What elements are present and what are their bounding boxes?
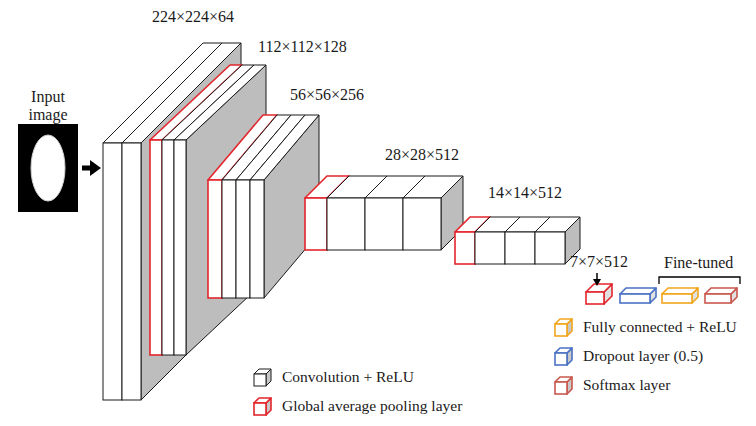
slab-top — [254, 369, 271, 374]
slab-front — [455, 232, 475, 264]
slab-front — [122, 143, 141, 400]
legend-cube — [254, 398, 271, 415]
slab-front — [162, 140, 174, 355]
legend-cube — [555, 377, 572, 394]
slab-front — [103, 143, 122, 400]
slab-front — [505, 232, 535, 264]
dimension-label: 28×28×512 — [385, 146, 459, 164]
slab-front — [254, 403, 266, 415]
network — [103, 43, 737, 400]
slab-front — [174, 140, 186, 355]
slab-front — [150, 140, 162, 355]
legend-icon — [252, 368, 274, 388]
slab-front — [222, 180, 236, 298]
bracket-label: Fine-tuned — [664, 254, 733, 272]
slab-front — [327, 198, 365, 250]
input-image — [18, 124, 78, 212]
legend-cube — [555, 348, 572, 365]
pointer-head — [593, 279, 601, 286]
bracket — [659, 277, 740, 284]
slab-front — [662, 294, 692, 303]
slab-top — [620, 288, 656, 294]
dimension-label: 56×56×256 — [290, 86, 364, 104]
legend-text: Softmax layer — [583, 375, 670, 395]
pointer-line — [596, 273, 598, 280]
slab-front — [620, 294, 650, 303]
slab-top — [535, 217, 580, 232]
slab-front — [305, 198, 327, 250]
legend-text: Fully connected + ReLU — [583, 317, 737, 337]
slab-front — [250, 180, 264, 298]
legend-icon — [553, 347, 575, 367]
legend-cube — [555, 319, 572, 336]
dimension-label: 14×14×512 — [488, 184, 562, 202]
layer-block — [403, 176, 463, 250]
input-arrowhead — [90, 160, 101, 176]
slab-top — [250, 115, 319, 180]
input-label: Input image — [20, 88, 76, 124]
slab-side — [186, 65, 266, 355]
layer-block — [174, 65, 266, 355]
slab-front — [535, 232, 565, 264]
legend-text: Convolution + ReLU — [282, 367, 414, 387]
layer-block — [620, 288, 656, 303]
dimension-label: 112×112×128 — [258, 38, 347, 56]
slab-top — [662, 288, 698, 294]
slab-front — [254, 374, 266, 386]
dimension-label: 7×7×512 — [570, 253, 628, 271]
legend-cube — [254, 369, 271, 386]
slab-front — [236, 180, 250, 298]
slab-front — [475, 232, 505, 264]
legend-text: Global average pooling layer — [282, 396, 462, 416]
layer-block — [586, 284, 612, 304]
slab-top — [586, 284, 612, 292]
legend-icon — [553, 318, 575, 338]
slab-front — [555, 382, 567, 394]
slab-top — [705, 288, 737, 294]
slab-top — [403, 176, 463, 198]
legend-icon — [252, 397, 274, 417]
legend-icon — [553, 376, 575, 396]
illustration — [18, 43, 740, 400]
dimension-label: 224×224×64 — [152, 8, 234, 26]
slab-front — [555, 353, 567, 365]
layer-block — [705, 288, 737, 303]
slab-front — [208, 180, 222, 298]
input-shape — [31, 135, 65, 201]
slab-front — [403, 198, 441, 250]
slab-front — [586, 292, 604, 304]
slab-front — [705, 294, 731, 303]
slab-front — [365, 198, 403, 250]
slab-front — [555, 324, 567, 336]
legend-text: Dropout layer (0.5) — [583, 346, 703, 366]
layer-block — [662, 288, 698, 303]
